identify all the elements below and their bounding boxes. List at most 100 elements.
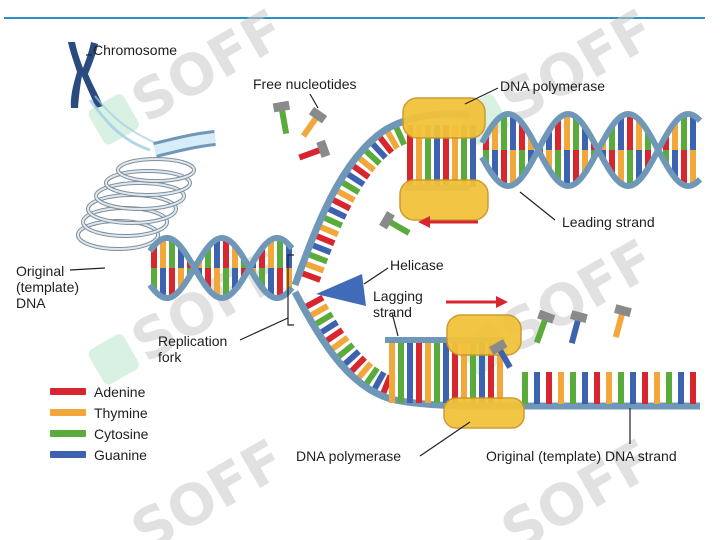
base-pair-segment <box>555 118 561 150</box>
base-pair-segment <box>214 239 220 268</box>
base-segment <box>612 313 625 338</box>
label-original-dna-line2: (template) <box>16 279 79 295</box>
sugar-phosphate <box>489 339 508 355</box>
base-pair-segment <box>160 268 166 298</box>
leading-base-pair <box>434 125 440 187</box>
base-pair-segment <box>645 150 651 169</box>
template-base <box>311 311 334 329</box>
template-base <box>392 123 407 146</box>
polymerase-top-lobe <box>446 314 522 356</box>
lagging-strand-leader <box>391 312 399 337</box>
lagging-base-pair <box>389 343 395 403</box>
label-original-dna-line1: Original <box>16 263 64 279</box>
base-pair-segment <box>277 268 283 298</box>
base-pair-segment <box>546 150 552 170</box>
sugar-phosphate <box>614 304 632 318</box>
sugar-phosphate <box>308 106 328 124</box>
free-nucleotide <box>612 304 632 338</box>
template-free-base <box>690 372 696 404</box>
daughter-helix-backbone <box>479 110 703 190</box>
base-pair-segment <box>573 116 579 150</box>
base-pair-segment <box>232 268 238 291</box>
template-base <box>306 303 330 320</box>
template-base <box>309 241 332 256</box>
lagging-base-pair <box>479 343 485 403</box>
template-base <box>328 335 350 353</box>
lagging-base-pair <box>497 343 503 403</box>
lower-template-bases <box>302 294 394 398</box>
base-pair-segment <box>618 116 624 150</box>
template-base <box>368 139 388 160</box>
base-pair-segment <box>564 150 570 186</box>
template-free-base <box>618 372 624 404</box>
base-pair-segment <box>151 245 157 268</box>
base-pair-segment <box>492 150 498 178</box>
watermark-text: SOFF <box>491 427 666 540</box>
lagging-strand-bases <box>389 343 503 403</box>
lagging-base-pair <box>470 343 476 403</box>
base-segment <box>279 109 290 135</box>
template-free-base <box>582 372 588 404</box>
template-base <box>302 294 325 311</box>
template-base <box>347 355 367 376</box>
base-pair-segment <box>564 114 570 150</box>
lagging-base-pair <box>443 343 449 403</box>
base-pair-segment <box>483 135 489 150</box>
base-pair-segment <box>672 150 678 178</box>
base-pair-segment <box>501 114 507 150</box>
template-base <box>343 170 366 188</box>
label-replication-fork-line2: fork <box>158 349 182 365</box>
legend-swatch <box>50 451 86 458</box>
template-free-base <box>558 372 564 404</box>
lagging-base-pair <box>488 343 494 403</box>
base-pair-segment <box>259 248 265 268</box>
template-base <box>361 146 382 166</box>
label-replication-fork-line1: Replication <box>158 333 227 349</box>
template-base <box>383 127 400 150</box>
watermark: SOFF <box>491 427 666 540</box>
free-nucleotide <box>272 100 291 135</box>
template-free-base <box>606 372 612 404</box>
template-free-base <box>678 372 684 404</box>
upper-template-bases <box>298 123 407 283</box>
label-lagging-strand-line1: Lagging <box>373 288 423 304</box>
base-pair-segment <box>519 150 525 177</box>
leading-strand-bases <box>407 125 476 187</box>
watermark-text: SOFF <box>121 0 296 136</box>
base-pair-segment <box>268 239 274 268</box>
base-pair-segment <box>555 150 561 182</box>
base-pair-segment <box>492 122 498 150</box>
base-pair-segment <box>582 127 588 150</box>
legend-label: Thymine <box>94 405 148 421</box>
base-pair-segment <box>178 268 184 289</box>
base-pair-segment <box>483 150 489 165</box>
free-nucleotides-leader <box>309 93 319 109</box>
base-pair-segment <box>627 150 633 186</box>
base-pair-segment <box>681 150 687 186</box>
polymerase-top-leader <box>464 87 499 105</box>
base-pair-segment <box>286 268 292 292</box>
supercoil-ring-highlight <box>105 170 191 196</box>
template-base <box>316 222 340 238</box>
base-pair-segment <box>573 150 579 184</box>
template-base <box>370 370 387 394</box>
template-base <box>349 161 371 180</box>
free-nucleotide <box>298 139 331 161</box>
polymerase-top-lobe <box>402 97 486 139</box>
lagging-base-pair <box>425 343 431 403</box>
leading-direction-arrow <box>418 216 478 228</box>
free-nucleotide <box>489 339 513 369</box>
leading-base-pair <box>461 125 467 187</box>
sugar-phosphate <box>272 100 291 113</box>
helicase-leader <box>363 267 389 285</box>
base-pair-segment <box>627 114 633 150</box>
chromatin-strand <box>94 95 161 146</box>
chromosome-icon <box>68 42 103 108</box>
leading-base-pair <box>443 125 449 187</box>
base-pair-segment <box>582 150 588 173</box>
base-pair-segment <box>223 238 229 268</box>
base-pair-segment <box>232 245 238 268</box>
base-pair-segment <box>169 268 175 297</box>
label-dna-polymerase-top: DNA polymerase <box>500 78 605 94</box>
